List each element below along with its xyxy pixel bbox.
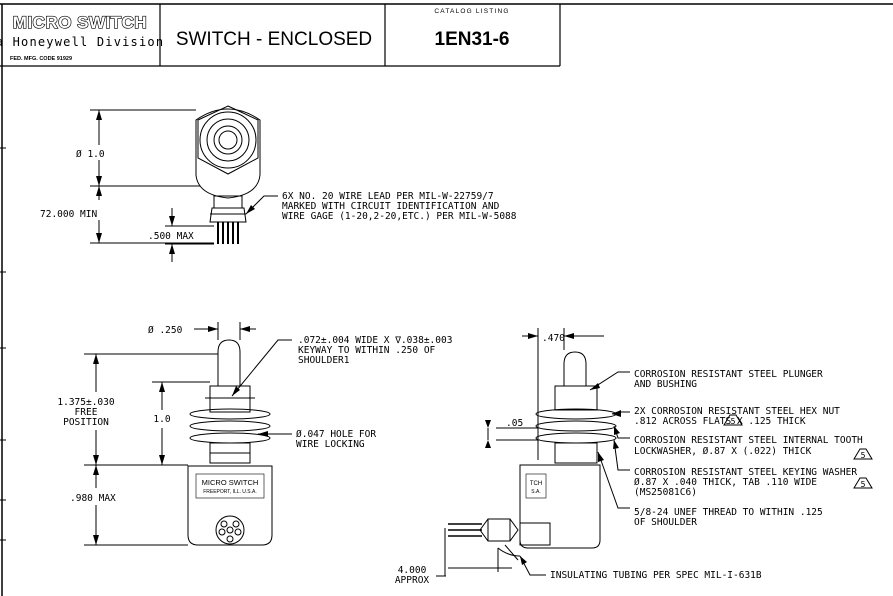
note-tubing: INSULATING TUBING PER SPEC MIL-I-631B (550, 570, 762, 581)
top-view-switch (195, 105, 261, 244)
note-hex-nut-2: .812 ACROSS FLATS X .125 THICK (634, 416, 806, 427)
hex-nut-front (189, 408, 271, 420)
dim-offset: .470 (542, 333, 565, 344)
note-thread-2: OF SHOULDER (634, 517, 697, 528)
catalog-listing-label: CATALOG LISTING (434, 8, 509, 15)
lockwasher-front (189, 420, 271, 432)
note-plunger-2: AND BUSHING (634, 379, 697, 390)
dim-free-position-2: FREE (75, 407, 98, 418)
note-wire-lead-2: MARKED WITH CIRCUIT IDENTIFICATION AND (282, 201, 500, 212)
note-plunger-1: CORROSION RESISTANT STEEL PLUNGER (634, 369, 823, 380)
fed-code: FED. MFG. CODE 91929 (10, 56, 72, 62)
housing-label-side-1: TCH (530, 481, 542, 487)
note-keyway-1: .072±.004 WIDE X ∇.038±.003 (298, 335, 452, 346)
dim-free-position-1: 1.375±.030 (57, 397, 114, 408)
wire-leads (217, 222, 239, 244)
brand-division: a Honeywell Division (0, 35, 164, 49)
front-view-dimensions (84, 322, 292, 546)
housing-label-front-2: FREEPORT, ILL. U.S.A. (203, 489, 257, 495)
dim-lead-length-top: 72.000 MIN (40, 209, 97, 220)
brand-logo: MICRO SWITCH (13, 13, 147, 32)
side-view-switch (448, 351, 617, 561)
revision-flags (723, 414, 873, 489)
note-hex-nut-1: 2X CORROSION RESISTANT STEEL HEX NUT (634, 406, 840, 417)
dim-free-position-3: POSITION (63, 417, 109, 428)
dim-diameter-top: Ø 1.0 (76, 149, 105, 160)
keying-washer-side (535, 432, 617, 444)
dim-bushing: 1.0 (153, 414, 170, 425)
dim-lead-length-side-2: APPROX (395, 575, 430, 586)
note-wire-lead-1: 6X NO. 20 WIRE LEAD PER MIL-W-22759/7 (282, 191, 494, 202)
dim-lead-length-side-1: 4.000 (398, 565, 427, 576)
lockwasher-side (535, 420, 617, 432)
note-wire-lead-3: WIRE GAGE (1-20,2-20,ETC.) PER MIL-W-508… (282, 211, 517, 222)
flag-number-3: 5 (861, 480, 866, 489)
note-keyway-2: KEYWAY TO WITHIN .250 OF (298, 345, 436, 356)
connector-front (215, 515, 245, 545)
side-wire-leads (448, 523, 482, 537)
housing-label-front-1: MICRO SWITCH (202, 478, 259, 487)
front-view-switch (187, 339, 273, 546)
note-keying-washer-1: CORROSION RESISTANT STEEL KEYING WASHER (634, 467, 857, 478)
flag-number-1: 5 (731, 417, 736, 426)
note-lockwasher-2: LOCKWASHER, Ø.87 X (.022) THICK (634, 446, 812, 457)
dim-housing: .980 MAX (70, 493, 116, 504)
side-view-dimensions (436, 328, 873, 577)
note-hole-1: Ø.047 HOLE FOR (296, 429, 376, 440)
note-keying-washer-2: Ø.87 X .040 THICK, TAB .110 WIDE (634, 477, 817, 488)
title-block (0, 3, 893, 596)
note-thread-1: 5/8-24 UNEF THREAD TO WITHIN .125 (634, 507, 823, 518)
top-view-dimensions (90, 109, 278, 262)
dim-plunger-dia: Ø .250 (148, 325, 183, 336)
dim-washer: .05 (506, 418, 523, 429)
flag-number-2: 5 (861, 451, 866, 460)
side-connector (479, 518, 519, 542)
note-hole-2: WIRE LOCKING (296, 439, 365, 450)
dim-lead-exit: .500 MAX (148, 231, 194, 242)
note-lockwasher-1: CORROSION RESISTANT STEEL INTERNAL TOOTH (634, 435, 863, 446)
note-keying-washer-3: (MS25081C6) (634, 487, 697, 498)
note-keyway-3: SHOULDER1 (298, 355, 350, 366)
housing-label-side-2: S.A. (531, 489, 540, 495)
catalog-number: 1EN31-6 (435, 29, 510, 50)
product-title: SWITCH - ENCLOSED (176, 29, 372, 50)
